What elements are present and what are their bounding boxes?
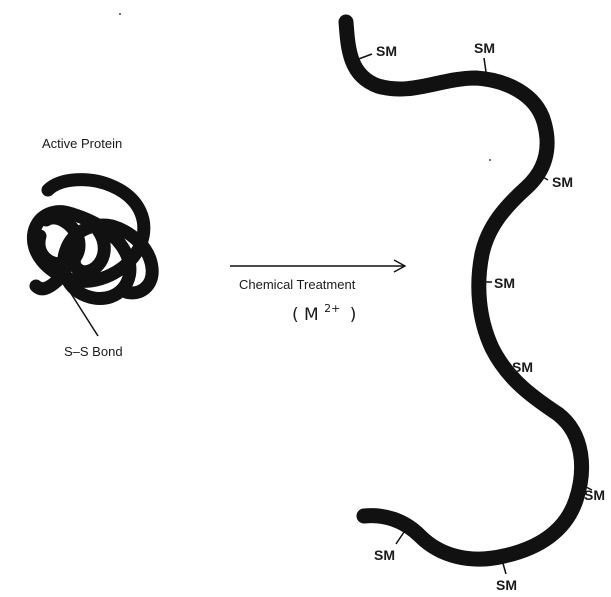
sm-tick-2	[483, 57, 487, 73]
sm-label-4: SM	[494, 275, 515, 291]
sm-tick-7	[501, 559, 507, 575]
folded-protein-coil-outer	[26, 173, 151, 288]
folded-protein-knot	[67, 223, 111, 279]
sm-tick-5	[511, 373, 521, 385]
sm-label-7: SM	[496, 577, 517, 593]
scan-speck-2	[489, 159, 491, 161]
sm-ticks	[355, 53, 593, 575]
folded-protein-coil-inner	[57, 207, 159, 305]
arrow-condition-close: )	[350, 305, 357, 325]
folded-protein	[26, 173, 159, 305]
sm-tick-3	[533, 171, 549, 181]
ss-bond-label: S–S Bond	[64, 344, 123, 359]
reaction-arrow	[230, 259, 407, 273]
sm-label-8: SM	[374, 547, 395, 563]
unfolded-protein-chain	[338, 14, 590, 567]
sm-label-2: SM	[474, 40, 495, 56]
arrow-label: Chemical Treatment	[239, 277, 356, 292]
arrow-head	[393, 259, 407, 273]
arrow-condition-sup: 2+	[324, 302, 340, 315]
active-protein-title: Active Protein	[42, 136, 122, 151]
folded-protein-tail	[29, 271, 67, 296]
sm-tick-8	[395, 531, 405, 545]
sm-label-6: SM	[584, 487, 605, 503]
sm-label-3: SM	[552, 174, 573, 190]
ss-bond-pointer	[69, 291, 99, 337]
sm-label-5: SM	[512, 359, 533, 375]
arrow-condition-open: ( M	[292, 305, 319, 325]
sm-tick-6	[579, 483, 593, 491]
sm-tick-1	[355, 53, 373, 61]
sm-label-1: SM	[376, 43, 397, 59]
scan-speck-1	[119, 13, 121, 15]
arrow-condition: ( M 2+ )	[292, 297, 356, 325]
